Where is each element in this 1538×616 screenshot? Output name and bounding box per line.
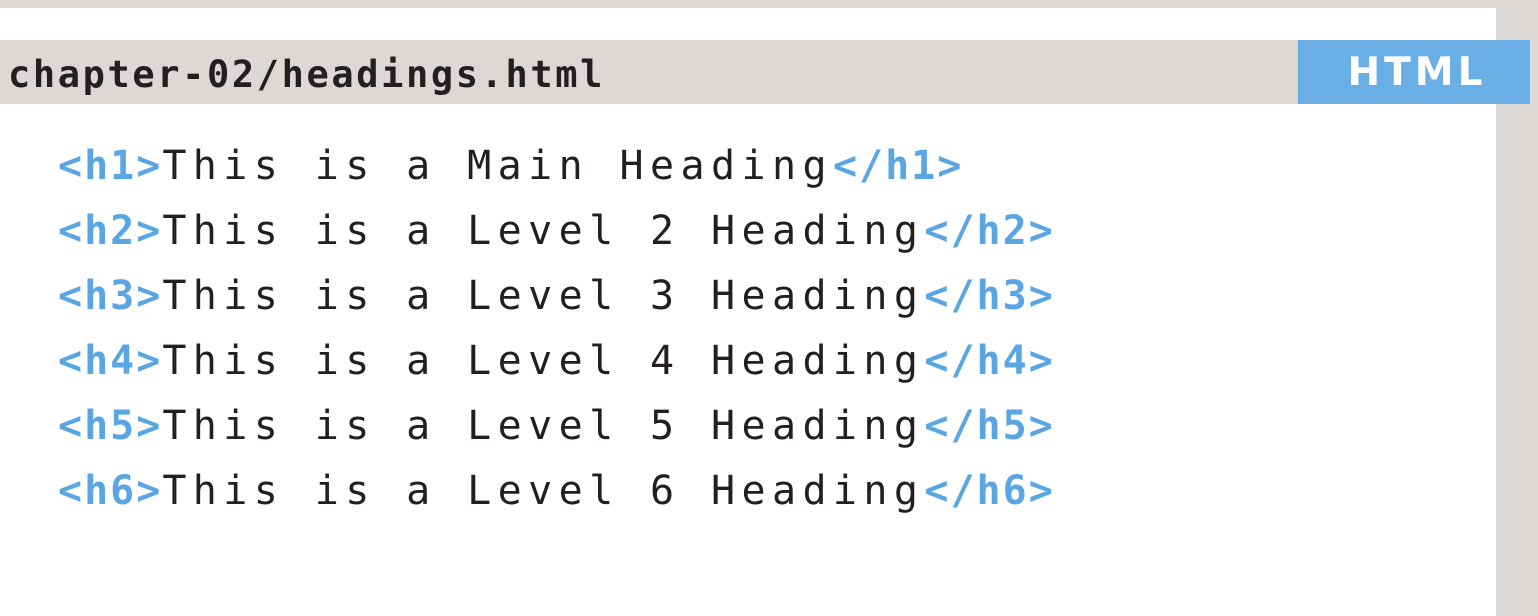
code-block: <h1>This is a Main Heading</h1> <h2>This… <box>58 134 1055 524</box>
code-panel <box>0 8 1496 616</box>
file-path-label: chapter-02/headings.html <box>8 53 606 96</box>
open-tag: <h6> <box>58 468 163 514</box>
heading-text: This is a Level 6 Heading <box>162 468 925 514</box>
code-listing-header: chapter-02/headings.html HTML <box>0 40 1530 104</box>
heading-text: This is a Level 2 Heading <box>162 208 925 254</box>
code-line-h4: <h4>This is a Level 4 Heading</h4> <box>58 329 1055 394</box>
open-tag: <h3> <box>58 273 163 319</box>
code-line-h1: <h1>This is a Main Heading</h1> <box>58 134 1055 199</box>
heading-text: This is a Level 5 Heading <box>162 403 925 449</box>
heading-text: This is a Level 4 Heading <box>162 338 925 384</box>
close-tag: </h1> <box>832 143 964 189</box>
heading-text: This is a Main Heading <box>162 143 833 189</box>
open-tag: <h1> <box>58 143 163 189</box>
open-tag: <h2> <box>58 208 163 254</box>
close-tag: </h6> <box>924 468 1055 514</box>
code-line-h5: <h5>This is a Level 5 Heading</h5> <box>58 394 1055 459</box>
open-tag: <h4> <box>58 338 163 384</box>
close-tag: </h4> <box>924 338 1055 384</box>
code-line-h3: <h3>This is a Level 3 Heading</h3> <box>58 264 1055 329</box>
heading-text: This is a Level 3 Heading <box>162 273 925 319</box>
code-line-h2: <h2>This is a Level 2 Heading</h2> <box>58 199 1055 264</box>
close-tag: </h2> <box>924 208 1055 254</box>
close-tag: </h3> <box>924 273 1055 319</box>
close-tag: </h5> <box>924 403 1055 449</box>
language-badge: HTML <box>1298 40 1530 104</box>
open-tag: <h5> <box>58 403 163 449</box>
code-line-h6: <h6>This is a Level 6 Heading</h6> <box>58 459 1055 524</box>
